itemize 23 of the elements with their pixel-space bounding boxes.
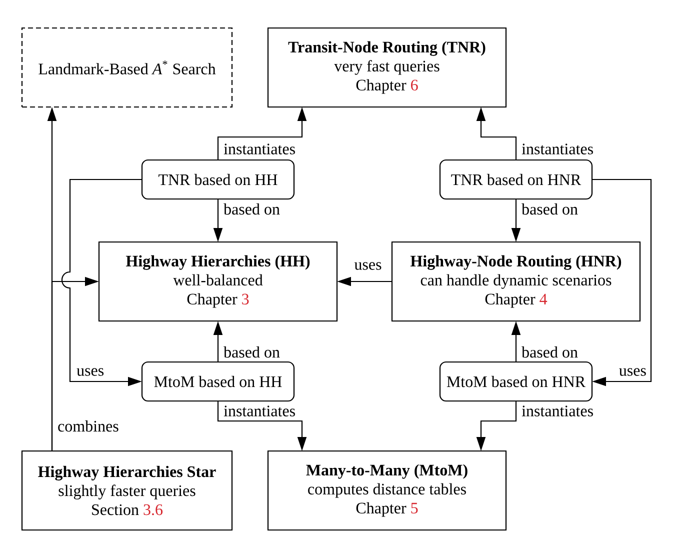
edge-label: instantiates [224, 406, 295, 416]
edge-label: based on [224, 346, 280, 358]
edge-label: combines [58, 420, 118, 432]
method-box: Highway-Node Routing (HNR) can handle dynamic scenarios Chapter 4 [391, 241, 641, 322]
method-box: Many-to-Many (MtoM) computes distance tables Chapter 5 [267, 450, 507, 531]
method-box: Highway Hierarchies Star slightly faster queries Section 3.6 [21, 450, 233, 531]
dashed-box: Landmark-Based A$^{*}$ Search [21, 27, 233, 108]
method-box: Transit-Node Routing (TNR) very fast queries Chapter 6 [267, 27, 507, 108]
edge-label: instantiates [522, 144, 593, 154]
edge-label: based on [224, 203, 280, 215]
rounded-box: TNR based on HH [141, 159, 295, 200]
edge-label: uses [76, 368, 104, 376]
method-box: Highway Hierarchies (HH) well-balanced Chapter 3 [98, 241, 338, 322]
edge-label: uses [354, 262, 382, 270]
rounded-box: TNR based on HNR [439, 159, 593, 200]
rounded-box: MtoM based on HNR [439, 361, 593, 402]
edge-label: based on [522, 346, 578, 358]
edge-label: instantiates [224, 144, 295, 154]
edge-label: instantiates [522, 406, 593, 416]
arrow [592, 178, 652, 386]
edge-label: based on [522, 203, 578, 215]
edge-label: uses [619, 368, 646, 376]
rounded-box: MtoM based on HH [141, 361, 295, 402]
